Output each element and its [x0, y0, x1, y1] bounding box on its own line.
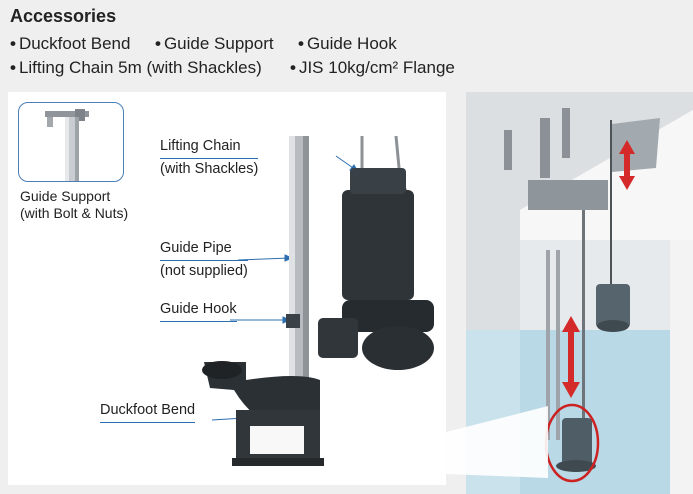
- guide-support-caption: Guide Support (with Bolt & Nuts): [20, 188, 129, 221]
- guide-support-icon: [45, 109, 89, 181]
- guide-support-thumbnail: [18, 102, 124, 182]
- accessory-item: •Guide Hook: [298, 34, 397, 53]
- callout-duckfoot-bend: Duckfoot Bend: [100, 400, 196, 423]
- accessory-item: •Duckfoot Bend: [10, 34, 131, 53]
- accessory-item: •JIS 10kg/cm² Flange: [290, 58, 455, 77]
- section-title: Accessories: [10, 6, 117, 26]
- callout-guide-hook: Guide Hook: [160, 299, 237, 322]
- accessory-item: •Guide Support: [155, 34, 274, 53]
- accessory-item: •Lifting Chain 5m (with Shackles): [10, 58, 262, 77]
- callout-lifting-chain: Lifting Chain (with Shackles): [160, 138, 259, 177]
- callout-guide-pipe: Guide Pipe (not supplied): [160, 240, 248, 279]
